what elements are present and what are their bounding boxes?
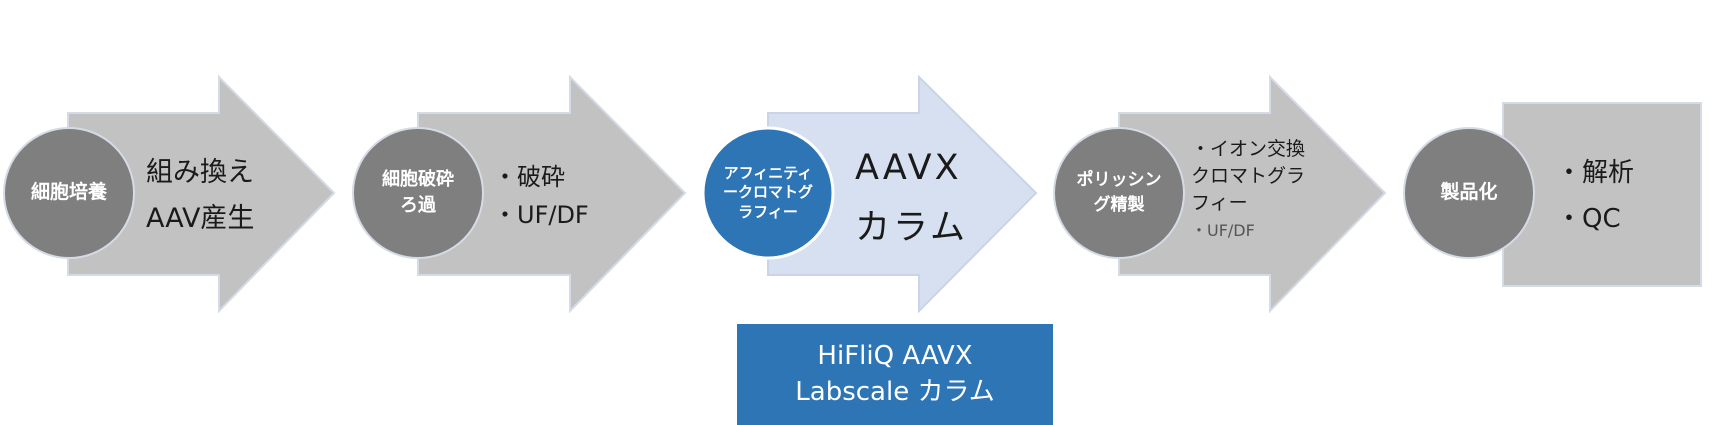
step-text-product: ・解析 ・QC: [1556, 150, 1634, 242]
step-text-polishing: ・イオン交換 クロマトグラ フィー ・UF/DF: [1191, 136, 1305, 244]
circle-label-line: ポリッシン: [1076, 170, 1162, 191]
circle-label-line: グ精製: [1093, 195, 1145, 215]
circle-label-product: 製品化: [1409, 133, 1529, 253]
step-text-line: ・QC: [1556, 204, 1621, 234]
circle-label-line: ろ過: [400, 195, 436, 216]
step-text-line: ・UF/DF: [493, 201, 589, 229]
circle-label-line: ークロマトグ: [722, 183, 813, 202]
step-subtext: ・UF/DF: [1191, 221, 1255, 240]
step-circle-lysis: [352, 127, 484, 259]
circle-label-line: アフィニティ: [723, 163, 813, 182]
step-text-line: ・イオン交換: [1191, 138, 1306, 160]
circle-label-lysis: 細胞破砕 ろ過: [358, 133, 478, 253]
product-box-line1: HiFliQ AAVX: [817, 341, 973, 372]
step-circle-product: [1403, 127, 1535, 259]
step-arrow-affinity: [767, 74, 1038, 314]
step-circle-polishing: [1053, 127, 1185, 259]
step-arrow-polishing: [1118, 74, 1387, 314]
step-text-line: ・解析: [1556, 158, 1635, 188]
step-text-line: ・破砕: [493, 163, 565, 191]
step-text-line: AAVX: [855, 148, 962, 188]
circle-label-line: 細胞破砕: [382, 168, 454, 190]
step-circle-affinity: [701, 126, 835, 260]
product-box-line2: Labscale カラム: [795, 376, 995, 407]
step-text-line: クロマトグラ: [1191, 165, 1306, 187]
circle-label-line: ラフィー: [738, 202, 798, 221]
circle-label-affinity: アフィニティ ークロマトグ ラフィー: [708, 133, 828, 253]
circle-label-polishing: ポリッシン グ精製: [1059, 133, 1179, 253]
step-text-cell-culture: 組み換え AAV産生: [146, 150, 254, 242]
circle-label-line: 製品化: [1440, 181, 1498, 204]
step-text-affinity: AAVX カラム: [855, 138, 968, 258]
product-box: HiFliQ AAVX Labscale カラム: [737, 324, 1053, 425]
step-text-line: AAV産生: [146, 203, 255, 234]
step-circle-cell-culture: [3, 127, 135, 259]
step-text-line: カラム: [855, 208, 968, 248]
step-arrow-cell-culture: [67, 74, 336, 314]
circle-label-cell-culture: 細胞培養: [9, 133, 129, 253]
step-text-line: 組み換え: [146, 157, 254, 188]
step-text-line: フィー: [1191, 192, 1248, 214]
step-text-lysis: ・破砕 ・UF/DF: [493, 158, 589, 234]
step-arrow-lysis: [417, 74, 687, 314]
circle-label-line: 細胞培養: [30, 181, 107, 204]
